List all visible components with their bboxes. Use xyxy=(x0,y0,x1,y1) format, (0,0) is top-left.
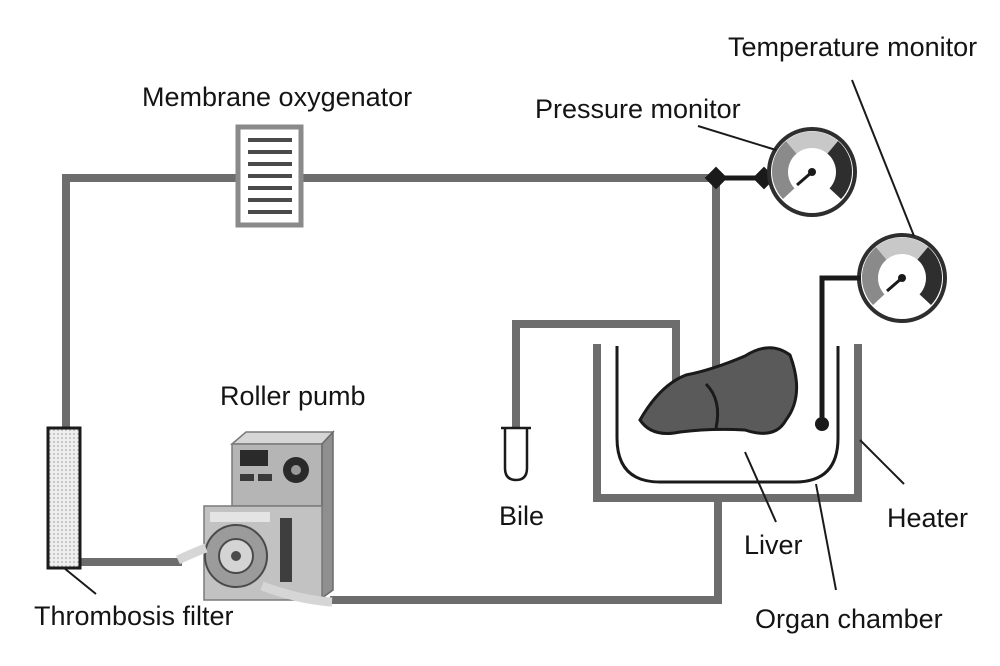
label-temperature-monitor: Temperature monitor xyxy=(728,32,977,62)
oxygenator-icon xyxy=(235,124,304,228)
liver-icon xyxy=(638,346,799,435)
label-roller-pump: Roller pumb xyxy=(220,381,366,411)
label-organ-chamber: Organ chamber xyxy=(755,604,943,634)
roller-pump-icon xyxy=(176,430,335,607)
labels: Membrane oxygenator Pressure monitor Tem… xyxy=(34,32,977,634)
label-thrombosis-filter: Thrombosis filter xyxy=(34,601,234,631)
leader-temperature xyxy=(851,79,915,237)
organ-chamber-basin xyxy=(615,346,840,484)
tube-bile-line xyxy=(512,320,680,432)
pressure-connector xyxy=(704,166,776,190)
label-heater: Heater xyxy=(887,503,968,533)
heater-vessel xyxy=(593,344,862,502)
leader-liver xyxy=(744,451,777,523)
label-bile: Bile xyxy=(499,501,544,531)
bile-tube-icon xyxy=(501,426,531,482)
leader-pressure xyxy=(697,125,777,151)
liver-lobe-line xyxy=(704,382,720,429)
tube-top-loop xyxy=(62,174,716,434)
label-pressure-monitor: Pressure monitor xyxy=(535,94,741,124)
label-membrane-oxygenator: Membrane oxygenator xyxy=(142,82,412,112)
temperature-probe xyxy=(815,275,861,431)
tubing-circuit xyxy=(62,174,722,604)
liver-shape xyxy=(638,346,799,435)
leader-organ-chamber xyxy=(815,483,837,591)
label-liver: Liver xyxy=(744,530,803,560)
leader-thrombosis xyxy=(63,567,97,595)
tube-pump-to-chamber xyxy=(330,498,722,604)
thrombosis-filter-icon xyxy=(46,426,82,570)
heater-wall xyxy=(593,344,862,502)
oxygenator-membrane-lines xyxy=(248,138,292,214)
leader-lines xyxy=(63,79,915,595)
temperature-gauge-icon xyxy=(857,233,947,323)
leader-heater xyxy=(859,439,905,485)
pressure-gauge-icon xyxy=(767,127,857,217)
